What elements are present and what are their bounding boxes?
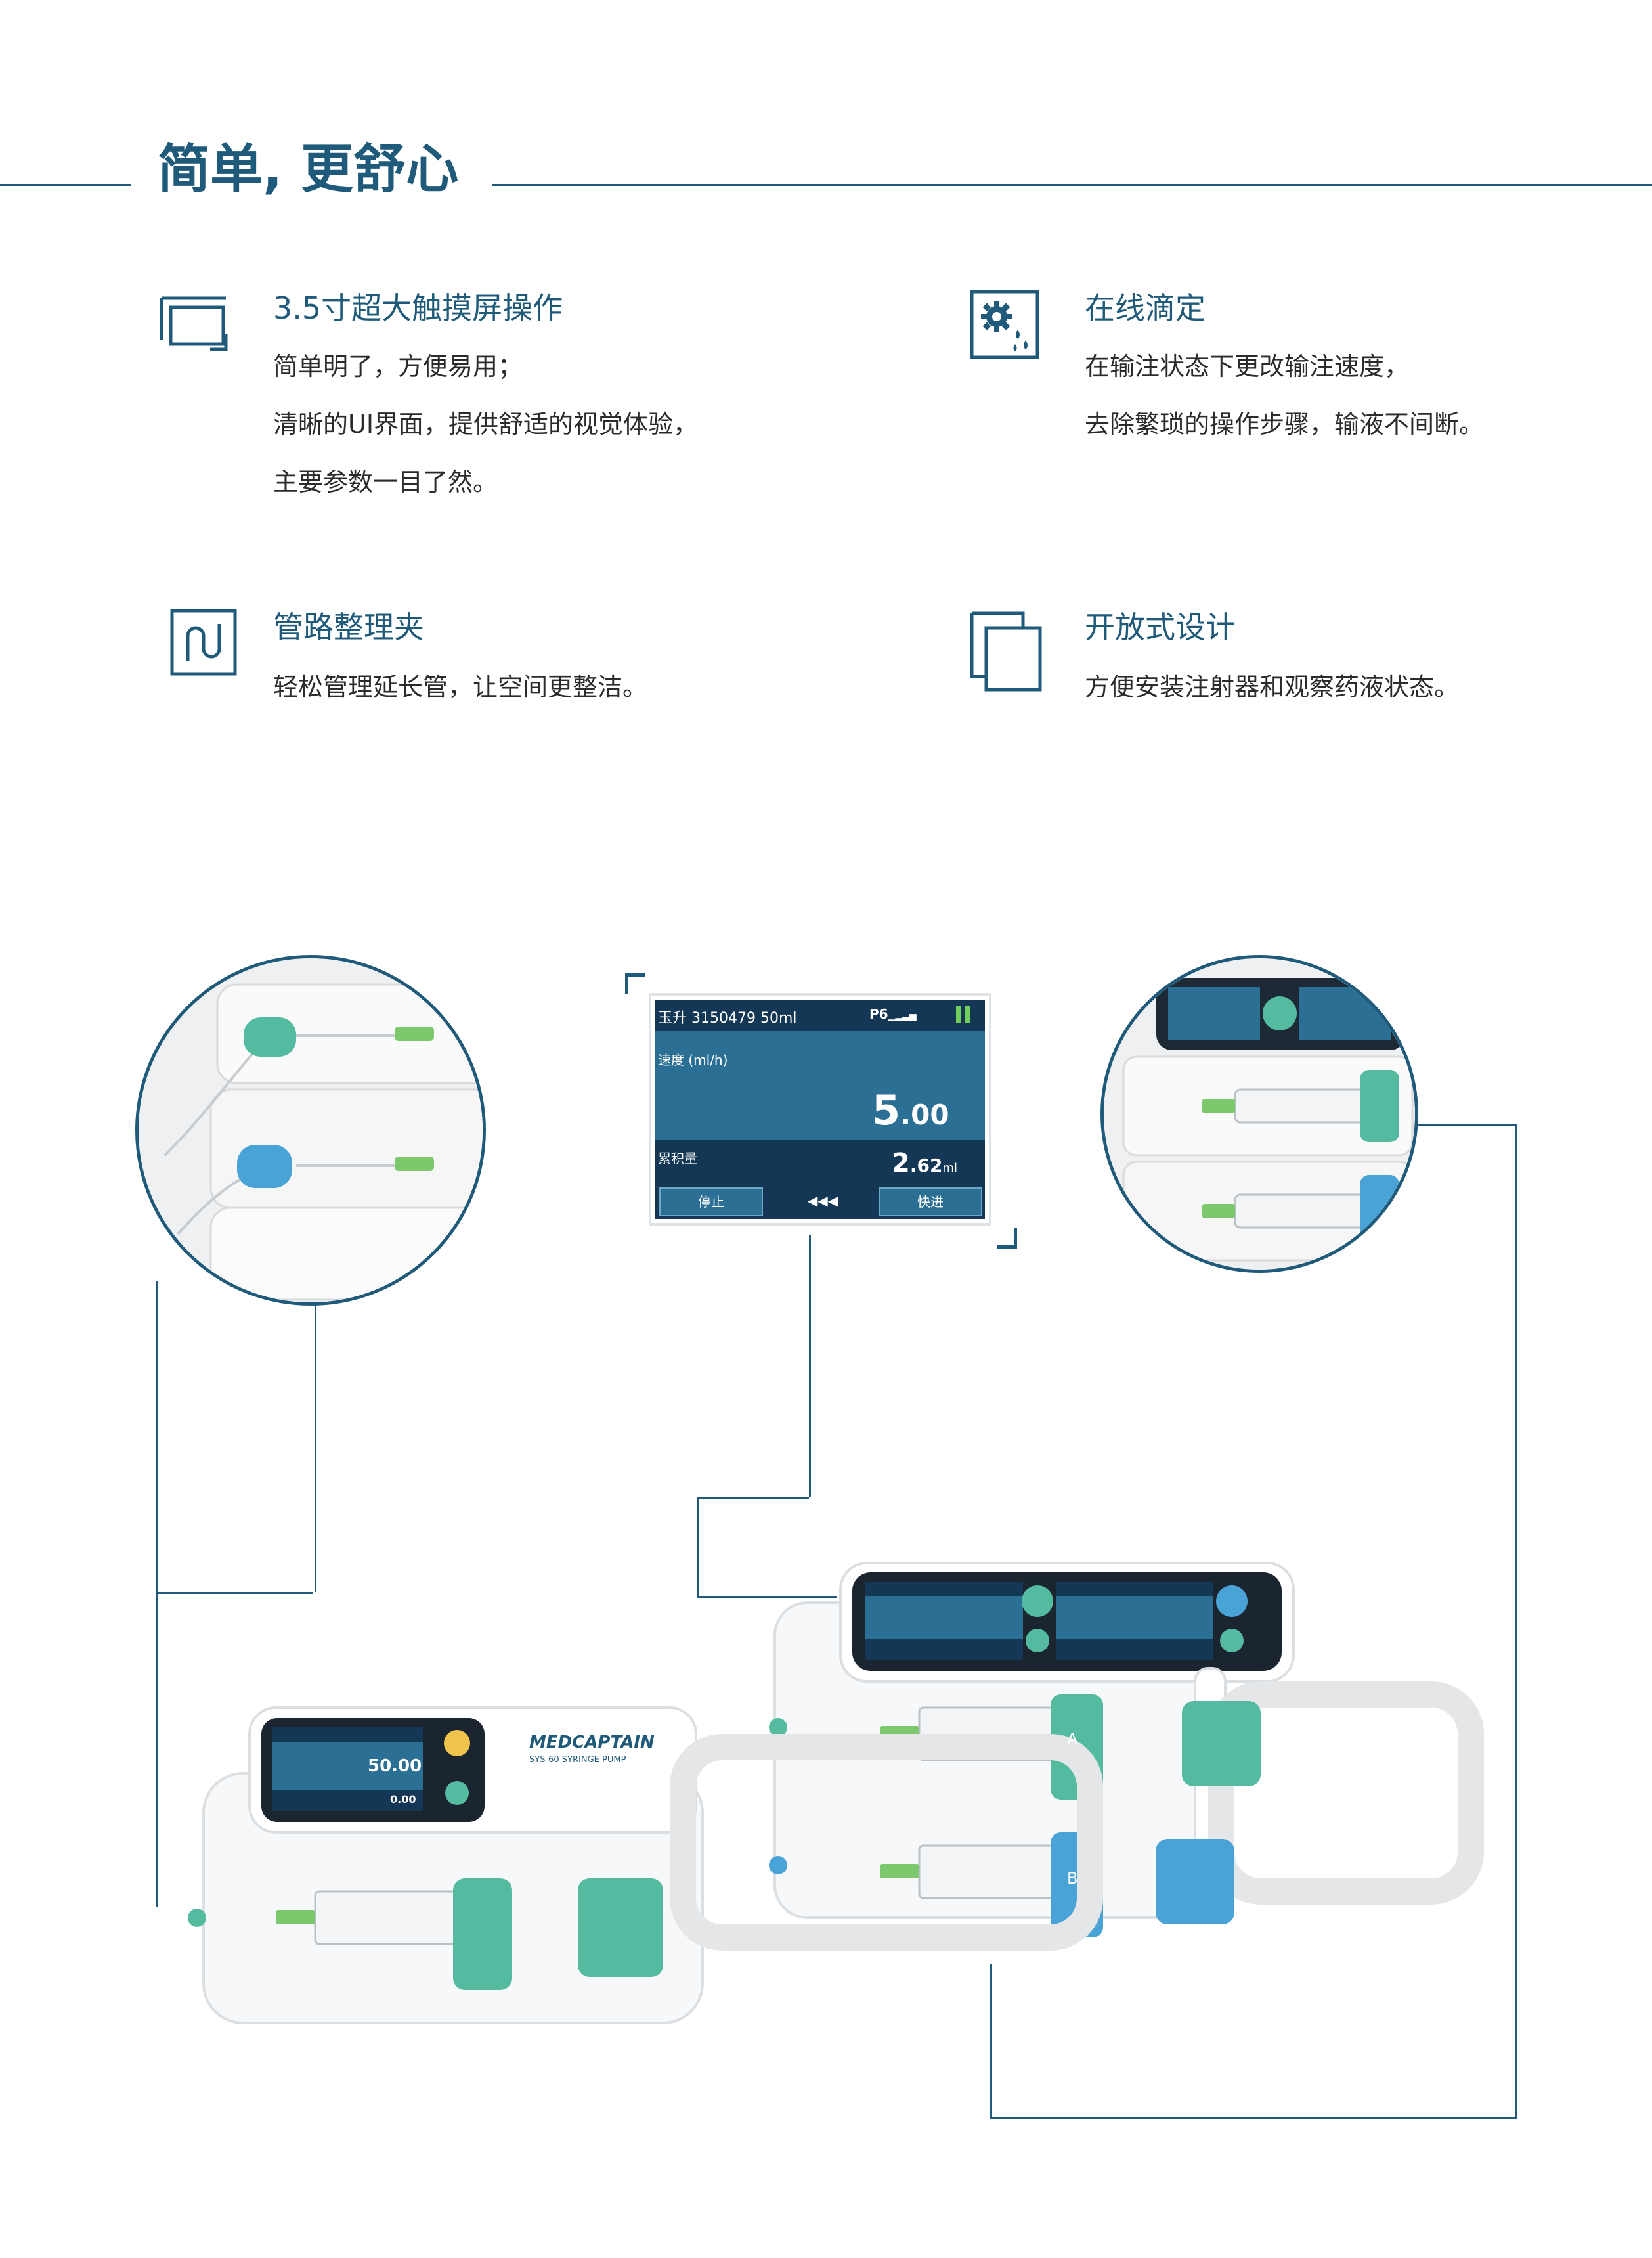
header-rule-right xyxy=(492,184,1652,186)
connector-left-down xyxy=(156,1592,158,1907)
connector-center-down xyxy=(697,1497,837,1598)
screen-signal-label: P6 xyxy=(869,1006,888,1022)
volume-int: 2 xyxy=(892,1148,910,1178)
connector-center-h xyxy=(697,1497,809,1499)
flow-arrows-icon: ◀◀◀ xyxy=(808,1193,838,1208)
product-illustration: 50.00 0.00 MEDCAPTAIN SYS-60 SYRINGE PUM… xyxy=(158,1537,1497,2128)
screen-brand-line: 玉升 3150479 50ml xyxy=(658,1010,797,1027)
feature-open-title: 开放式设计 xyxy=(1085,609,1236,645)
stop-button[interactable]: 停止 xyxy=(659,1187,763,1216)
volume-dec: .62 xyxy=(909,1155,943,1176)
header-rule-left xyxy=(0,184,131,186)
screen-rate-label: 速度 (ml/h) xyxy=(658,1052,728,1068)
rate-dec: .00 xyxy=(900,1099,949,1131)
open-design-icon xyxy=(969,611,1043,692)
zoom-open-design xyxy=(1100,955,1418,1273)
signal-bars-icon: ▁▂▃▅ xyxy=(888,1011,917,1021)
rate-int: 5 xyxy=(872,1086,901,1134)
feature-touchscreen-line-3: 主要参数一目了然。 xyxy=(273,468,498,497)
battery-icon xyxy=(956,1006,961,1023)
connector-right-up xyxy=(990,1964,992,2117)
device-model-label: SYS-60 SYRINGE PUMP xyxy=(529,1755,626,1765)
feature-titration-line-2: 去除繁琐的操作步骤，输液不间断。 xyxy=(1085,410,1485,439)
device-rate-value: 50.00 xyxy=(368,1756,422,1776)
feature-clip-line-1: 轻松管理延长管，让空间更整洁。 xyxy=(273,673,648,701)
fast-forward-button[interactable]: 快进 xyxy=(879,1187,982,1216)
device-brand-logo: MEDCAPTAIN xyxy=(529,1733,655,1752)
feature-touchscreen-title: 3.5寸超大触摸屏操作 xyxy=(273,290,563,326)
screen-frame-bracket-br xyxy=(997,1228,1017,1249)
pump-screen: 玉升 3150479 50ml P6▁▂▃▅ 速度 (ml/h) 5.00 累积… xyxy=(655,1000,985,1219)
battery-icon-2 xyxy=(965,1006,970,1023)
device-volume-value: 0.00 xyxy=(390,1793,416,1805)
touchscreen-icon xyxy=(158,294,236,353)
feature-titration-line-1: 在输注状态下更改输注速度， xyxy=(1085,352,1410,381)
connector-center xyxy=(809,1235,811,1497)
tube-clip-icon xyxy=(169,608,238,676)
channel-b-label: B xyxy=(1067,1869,1078,1888)
connector-left xyxy=(156,1281,316,1592)
feature-clip-title: 管路整理夹 xyxy=(273,609,424,645)
feature-titration-title: 在线滴定 xyxy=(1085,290,1206,326)
page-title: 简单, 更舒心 xyxy=(158,139,459,200)
screen-volume-value: 2.62ml xyxy=(892,1148,957,1178)
connector-right-down xyxy=(990,1124,1517,2119)
feature-touchscreen-line-2: 清晰的UI界面，提供舒适的视觉体验， xyxy=(273,410,699,439)
volume-unit: ml xyxy=(942,1161,957,1175)
screen-status-bar xyxy=(655,1000,985,1031)
feature-touchscreen-line-1: 简单明了，方便易用； xyxy=(273,352,523,381)
feature-open-line-1: 方便安装注射器和观察药液状态。 xyxy=(1085,673,1460,701)
screen-frame-bracket-tl xyxy=(625,973,645,994)
screen-rate-value: 5.00 xyxy=(872,1086,949,1134)
zoom-tube-clip xyxy=(135,955,486,1306)
connector-left-h xyxy=(156,1592,313,1594)
connector-right xyxy=(1418,1124,1515,1126)
screen-volume-label: 累积量 xyxy=(658,1151,697,1166)
gear-drop-icon xyxy=(969,289,1040,360)
screen-signal: P6▁▂▃▅ xyxy=(869,1006,917,1022)
channel-a-label: A xyxy=(1067,1730,1078,1748)
